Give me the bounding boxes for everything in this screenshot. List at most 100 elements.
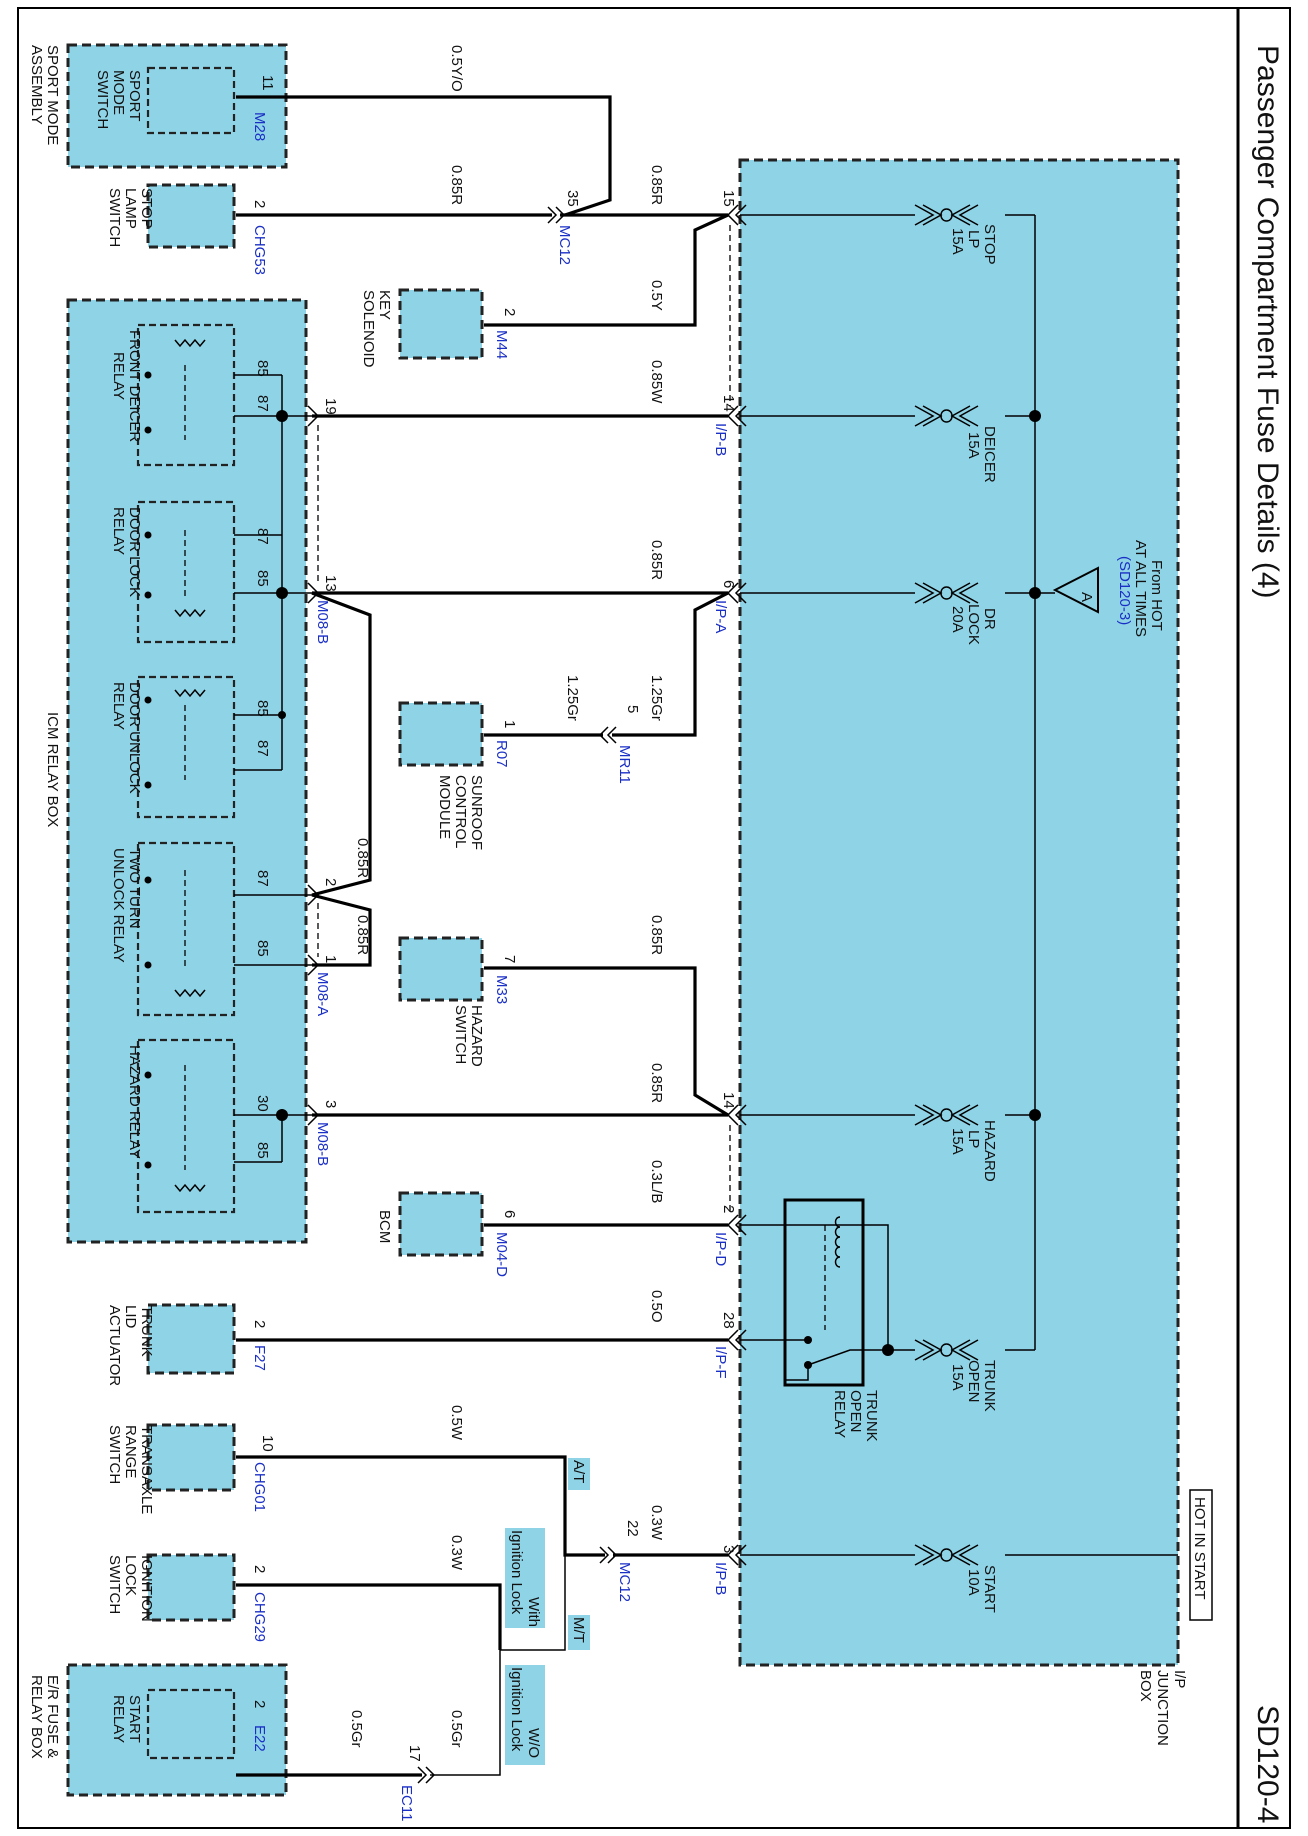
svg-text:MODULE: MODULE [436, 775, 453, 839]
ip-junction-box [738, 158, 1180, 1667]
svg-text:TRANSAXLE: TRANSAXLE [138, 1425, 155, 1514]
svg-text:85: 85 [254, 570, 271, 587]
svg-text:RELAY: RELAY [110, 682, 127, 730]
harness-wires [236, 95, 729, 1777]
svg-text:With: With [525, 1597, 542, 1627]
svg-text:SWITCH: SWITCH [452, 1005, 469, 1064]
svg-text:0.5Y/O: 0.5Y/O [448, 45, 465, 92]
svg-text:TRUNK: TRUNK [981, 1360, 998, 1412]
fuse-drlock [740, 582, 1035, 604]
svg-text:1: 1 [322, 955, 339, 963]
svg-text:LAMP: LAMP [122, 188, 139, 229]
svg-text:1: 1 [501, 720, 518, 728]
svg-text:1.25Gr: 1.25Gr [648, 675, 665, 721]
svg-text:M04-D: M04-D [493, 1232, 510, 1277]
svg-text:0.3W: 0.3W [448, 1535, 465, 1571]
from-hot-line2: AT ALL TIMES [1132, 540, 1149, 637]
svg-text:E/R FUSE &: E/R FUSE & [44, 1675, 61, 1758]
hot-in-start-box [1189, 1489, 1213, 1621]
svg-text:I/P-F: I/P-F [712, 1346, 729, 1379]
svg-text:LID: LID [122, 1305, 139, 1329]
ip-junction-label-3: BOX [1137, 1670, 1154, 1702]
svg-text:DOOR UNLOCK: DOOR UNLOCK [126, 682, 143, 794]
inline-chevrons [307, 206, 618, 1784]
svg-text:15A: 15A [949, 1364, 966, 1391]
svg-text:SPORT MODE: SPORT MODE [44, 45, 61, 145]
svg-text:15: 15 [720, 190, 737, 207]
svg-text:MC12: MC12 [556, 225, 573, 265]
page-code: SD120-4 [1251, 1705, 1284, 1823]
svg-text:CHG01: CHG01 [251, 1462, 268, 1512]
svg-text:START: START [126, 1695, 143, 1743]
svg-text:15A: 15A [949, 1128, 966, 1155]
svg-text:CHG53: CHG53 [251, 225, 268, 275]
sport-mode-assembly: SPORT MODE ASSEMBLY SPORT MODE SWITCH 11… [28, 43, 288, 169]
ip-pin-labels: 15 14 I/P-B 6 I/P-A 14 2 I/P-D 28 I/P-F … [712, 190, 737, 1595]
icm-relay-box: ICM RELAY BOX [44, 298, 308, 1244]
inline-conn-labels: 35 MC12 5 MR11 22 MC12 17 EC11 [398, 190, 641, 1821]
svg-text:IGNITION: IGNITION [138, 1555, 155, 1622]
svg-text:87: 87 [254, 395, 271, 412]
svg-text:CHG29: CHG29 [251, 1592, 268, 1642]
svg-text:I/P-D: I/P-D [712, 1232, 729, 1266]
svg-text:DOOR LOCK: DOOR LOCK [126, 507, 143, 597]
svg-text:SOLENOID: SOLENOID [360, 290, 377, 368]
svg-text:LOCK: LOCK [122, 1555, 139, 1596]
svg-text:ICM RELAY BOX: ICM RELAY BOX [44, 712, 61, 827]
svg-text:I/P-B: I/P-B [712, 423, 729, 456]
svg-text:TRUNK: TRUNK [863, 1390, 880, 1442]
svg-text:Ignition Lock: Ignition Lock [508, 1667, 525, 1752]
svg-text:0.85R: 0.85R [354, 915, 371, 955]
svg-text:10A: 10A [965, 1569, 982, 1596]
svg-text:FRONT DEICER: FRONT DEICER [126, 330, 143, 442]
icm-pin-labels: 19 13 M08-B 2 1 M08-A 3 M08-B [314, 398, 339, 1166]
trunk-open-relay: TRUNK OPEN RELAY [740, 1198, 894, 1442]
svg-text:6: 6 [720, 580, 737, 588]
svg-text:MC12: MC12 [616, 1562, 633, 1602]
svg-text:W/O: W/O [525, 1728, 542, 1758]
svg-text:I/P-A: I/P-A [712, 600, 729, 633]
svg-text:RELAY: RELAY [110, 507, 127, 555]
page-title: Passenger Compartment Fuse Details (4) [1251, 45, 1284, 599]
ignition-lock-switch: IGNITION LOCK SWITCH 2 CHG29 [106, 1553, 268, 1642]
svg-text:M08-A: M08-A [314, 972, 331, 1016]
ip-junction-label-1: I/P [1171, 1670, 1188, 1688]
option-tags: A/T M/T With Ignition Lock W/O Ignition … [505, 1458, 590, 1765]
svg-text:RELAY: RELAY [831, 1390, 848, 1438]
svg-text:STOP: STOP [138, 188, 155, 229]
svg-text:87: 87 [254, 870, 271, 887]
icm-internal-wiring [234, 374, 319, 1163]
fuse-hazard [740, 1104, 1035, 1126]
svg-text:M44: M44 [493, 330, 510, 359]
sunroof-control-module: SUNROOF CONTROL MODULE 1 R07 [398, 701, 518, 850]
svg-text:CONTROL: CONTROL [452, 775, 469, 848]
fuse-start [740, 1544, 979, 1566]
wire-labels: 0.5Y/O 0.85R 0.85R 0.5Y 0.85W 0.85R 1.25… [348, 45, 665, 1748]
svg-text:6: 6 [501, 1210, 518, 1218]
svg-text:RELAY: RELAY [110, 1695, 127, 1743]
from-hot-letter: A [1078, 592, 1095, 602]
svg-text:13: 13 [322, 575, 339, 592]
from-hot-line1: From HOT [1148, 560, 1165, 631]
svg-text:85: 85 [254, 940, 271, 957]
svg-text:10: 10 [259, 1435, 276, 1452]
svg-text:0.85R: 0.85R [354, 838, 371, 878]
svg-text:LOCK: LOCK [965, 604, 982, 645]
svg-text:UNLOCK RELAY: UNLOCK RELAY [110, 848, 127, 963]
svg-text:20A: 20A [949, 606, 966, 633]
svg-text:LP: LP [965, 1130, 982, 1148]
svg-text:85: 85 [254, 1142, 271, 1159]
svg-text:0.5Gr: 0.5Gr [348, 1710, 365, 1748]
svg-text:2: 2 [501, 308, 518, 316]
svg-text:SPORT: SPORT [126, 70, 143, 121]
svg-text:MODE: MODE [110, 70, 127, 115]
svg-text:17: 17 [406, 1745, 423, 1762]
svg-text:HAZARD: HAZARD [468, 1005, 485, 1067]
svg-text:SWITCH: SWITCH [94, 70, 111, 129]
svg-text:TRUNK: TRUNK [138, 1305, 155, 1357]
svg-text:85: 85 [254, 360, 271, 377]
svg-text:M28: M28 [251, 112, 268, 141]
fuse-deicer [740, 405, 1035, 427]
trunk-lid-actuator: TRUNK LID ACTUATOR 2 F27 [106, 1303, 268, 1386]
